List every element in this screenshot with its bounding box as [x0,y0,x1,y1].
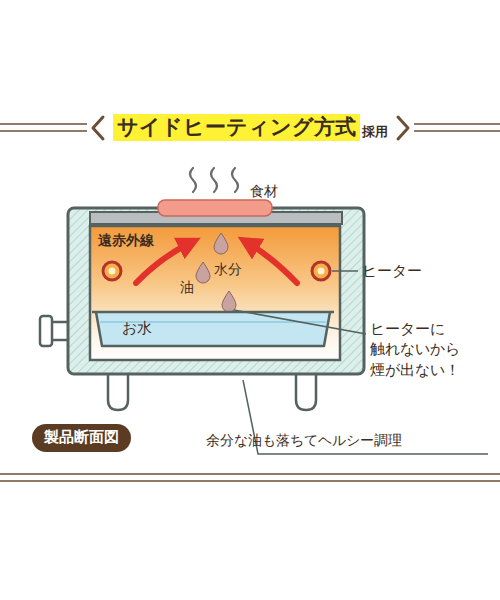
leg [108,372,316,410]
section-badge: 製品断面図 [32,424,131,452]
title-suffix: 採用 [362,124,388,140]
water-label: お水 [122,319,152,337]
heater-label: ヒーター [362,262,422,280]
note-text: 余分な油も落ちてヘルシー調理 [206,432,402,449]
steam [190,168,238,192]
oil-label: 油 [180,279,194,296]
banner-title: サイドヒーティング方式 [113,114,360,141]
heater [103,262,330,280]
infrared-label: 遠赤外線 [98,232,154,249]
housing [68,208,364,374]
cooking-chamber [90,226,340,360]
chevron [398,117,408,139]
food-label: 食材 [250,183,278,200]
moisture-label: 水分 [214,261,242,278]
water-tray [92,312,334,346]
note-text: ヒーターに 触れないから 煙が出ない！ [370,319,466,380]
food [158,200,272,216]
chevron [93,117,103,139]
bottom-rule [0,474,500,481]
banner-backdrop [87,110,414,146]
badge-text: 製品断面図 [44,428,119,448]
leader-line [234,271,488,454]
